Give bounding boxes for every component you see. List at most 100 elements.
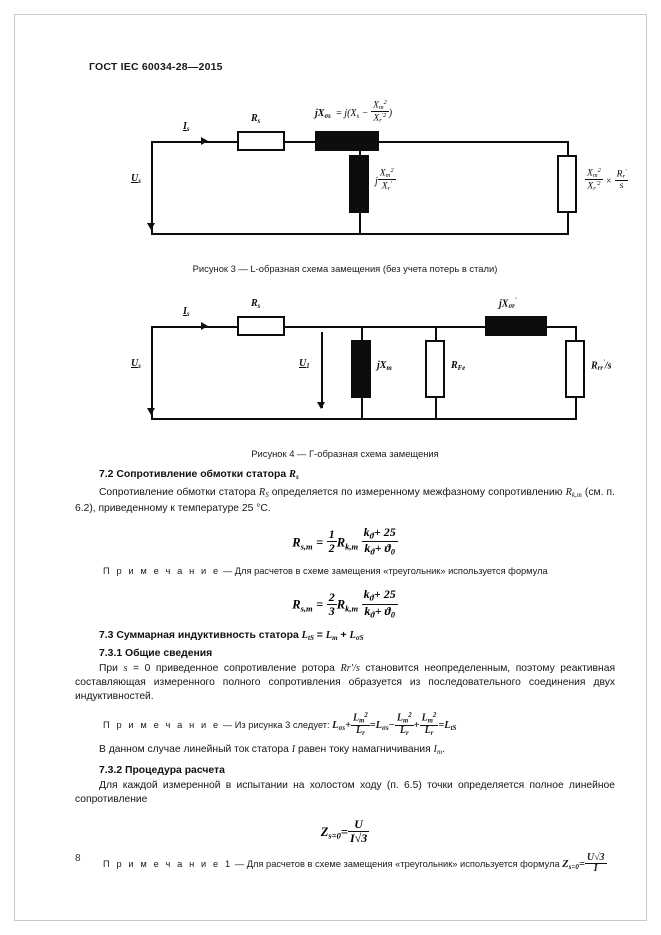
heading-7-2-number: 7.2 (99, 469, 117, 480)
p731b-sym-i: I (291, 744, 296, 756)
label4-rotor-resistance: Rrr'/s (591, 360, 612, 373)
heading-7-3-sym2: L (325, 629, 333, 641)
heading-7-3-sym1-sub: tS (308, 633, 314, 642)
heading-7-2: 7.2 Сопротивление обмотки статора Rs (99, 469, 615, 481)
f2-factor-sub: k,m (345, 603, 359, 614)
wire4-bottom (151, 418, 577, 421)
f1-num-k-sub: ϑ (369, 531, 374, 541)
nf-frac2-den: Lr (395, 724, 414, 737)
wire-top-left (151, 141, 237, 144)
wire4-top-mid (285, 326, 485, 329)
f1-eq: = (316, 535, 324, 550)
f1-factor: R (336, 535, 346, 550)
wire4-u1-measure-line (321, 332, 324, 408)
voltage4-arrow-icon (147, 408, 155, 415)
reactance-series (315, 131, 379, 151)
shunt-reactance (349, 155, 369, 213)
f1-coef-num: 1 (326, 527, 337, 543)
f1-lhs-sub: s,m (300, 541, 313, 552)
f1-num-k: k (363, 525, 370, 540)
label4-iron-loss: RFe (451, 360, 466, 372)
wire4-top-left (151, 326, 237, 329)
p72-sym-rkm: R (565, 486, 572, 498)
nf-f3-num-sup: 2 (432, 712, 437, 720)
f1-ratio-den: kϑ+ ϑ0 (362, 542, 398, 557)
f1-ratio-num: kϑ+ 25 (361, 525, 398, 543)
nf-f3-den-l: L (424, 724, 431, 736)
f1-lhs: R (292, 535, 301, 550)
f3-lhs-sub: s=0 (328, 830, 341, 841)
iron-loss-resistor (425, 340, 445, 398)
label-voltage-us: Us (131, 173, 141, 185)
wire-left-vertical (151, 141, 154, 235)
p72-text-3: (см. п. 6.2), приведенному к температуре… (75, 486, 615, 515)
nf2-den: I (593, 863, 598, 875)
p731-sym-rr: Rr'/s (340, 662, 360, 674)
f3-den-i: I (349, 830, 355, 845)
wire4-top-right (547, 326, 577, 329)
note-7-3-2-dash: — (232, 858, 247, 869)
voltage-arrow-icon (147, 223, 155, 230)
f2-num-k-sub: ϑ (369, 593, 374, 603)
nf-f3-num-l: L (421, 712, 428, 724)
f1-coef-den: 2 (328, 541, 335, 556)
nf-f2-num-sup: 2 (408, 712, 412, 720)
heading-7-3-1: 7.3.1 Общие сведения (99, 647, 213, 659)
note-7-3-2: П р и м е ч а н и е 1 — Для расчетов в с… (103, 852, 615, 876)
nf-eq1: = (369, 720, 376, 732)
label4-resistor-rs: Rs (251, 298, 261, 310)
nf2-lhs-sub: s=0 (568, 862, 579, 871)
note-7-2: П р и м е ч а н и е — Для расчетов в схе… (103, 565, 615, 578)
nf-t1: L (332, 720, 339, 732)
paragraph-7-3-2-body: Для каждой измеренной в испытании на хол… (75, 780, 615, 806)
p731b-text-b: равен току намагничивания (295, 744, 434, 756)
label4-current-is: Is (183, 306, 190, 318)
nf-plus1: + (345, 720, 351, 732)
nf2-num-u: U (586, 851, 595, 863)
f2-den-k: k (364, 603, 371, 618)
paragraph-7-2-body: Сопротивление обмотки статора RS определ… (75, 486, 615, 516)
figure-4-caption: Рисунок 4 — Г-образная схема замещения (251, 448, 439, 459)
heading-7-2-symbol-sub: s (295, 472, 299, 481)
nf-t1-sub: σs (338, 724, 346, 733)
f1-factor-sub: k,m (345, 541, 359, 552)
nf-frac2-num: Lm2 (394, 712, 414, 726)
p72-sym-rs: R (258, 486, 266, 498)
paragraph-7-3-1-body: При s = 0 приведенное сопротивление рото… (75, 662, 615, 705)
rotor-resistor (565, 340, 585, 398)
f1-num-tail: + 25 (373, 525, 396, 540)
leakage-reactance (485, 316, 547, 336)
wire4-left-vertical (151, 326, 154, 420)
heading-7-3-sym2-sub: m (332, 633, 338, 642)
nf-f2-num-sub: m (402, 717, 409, 725)
f2-num-tail: + 25 (373, 587, 396, 602)
label4-voltage-u1: U1 (299, 358, 310, 370)
magnetizing-reactance (351, 340, 371, 398)
nf-t3: L (444, 720, 451, 732)
wire-top-right (379, 141, 569, 144)
nf-f3-den-sub: r (430, 729, 434, 737)
heading-7-3-text: Суммарная индуктивность статора (116, 629, 302, 641)
p731-text-b: = 0 приведенное сопротивление ротора (127, 662, 341, 674)
f3-eq: = (340, 824, 348, 839)
heading-7-3-sym3-sub: σS (355, 633, 364, 642)
nf-f2-den-l: L (399, 724, 406, 736)
current4-arrow-icon (201, 322, 208, 330)
nf-frac1-den: Lr (351, 724, 370, 737)
nf-f1-den-l: L (356, 724, 363, 736)
nf2-lhs: Z (562, 858, 569, 870)
f3-den-radical: √3 (354, 830, 368, 845)
note-7-3-1-text: Из рисунка 3 следует: (234, 720, 330, 731)
